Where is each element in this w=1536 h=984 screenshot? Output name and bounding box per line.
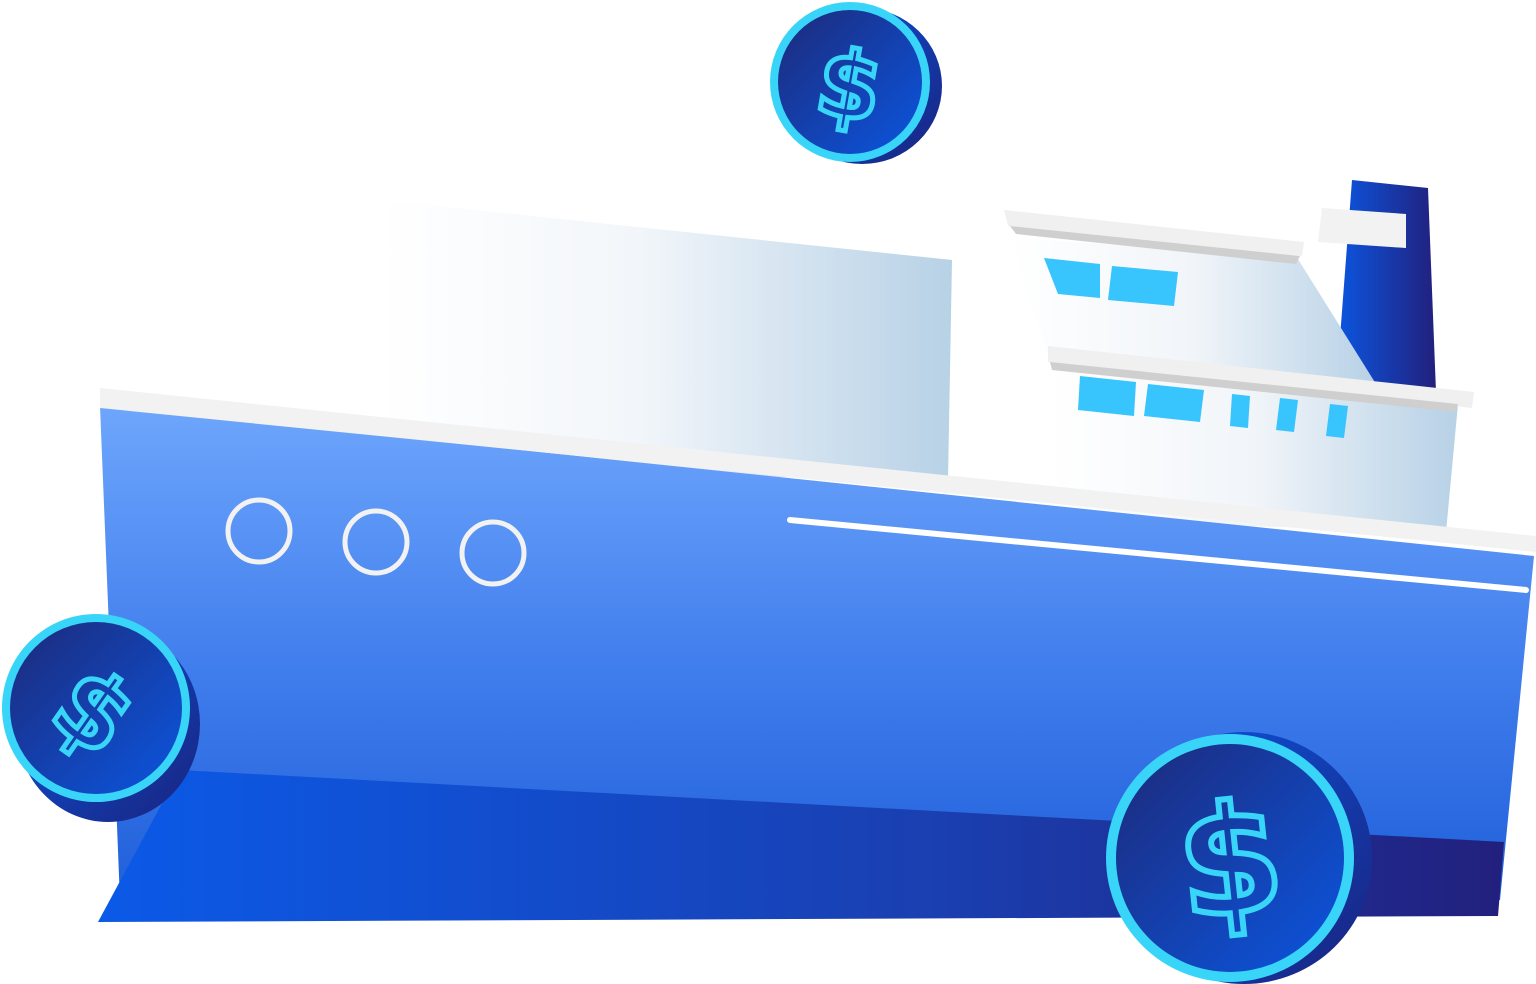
smokestack-icon — [1318, 180, 1436, 392]
bridge-window — [1276, 398, 1298, 432]
porthole-icon — [459, 519, 527, 587]
dollar-coin-icon: $ — [770, 2, 942, 164]
bridge-window — [1144, 384, 1204, 422]
bridge-window — [1044, 258, 1100, 298]
bridge-window — [1078, 376, 1136, 416]
dollar-coin-icon: $ — [1106, 732, 1372, 984]
bridge-window — [1230, 394, 1250, 428]
porthole-icon — [225, 497, 293, 565]
bridge-window — [1108, 266, 1178, 306]
dollar-coin-icon: $ — [2, 614, 200, 822]
bridge-window — [1326, 404, 1348, 438]
deck-rail — [100, 388, 1536, 552]
hull-stripe — [787, 517, 1529, 593]
dollar-sign: $ — [1169, 770, 1291, 954]
cargo-hold — [380, 200, 952, 480]
bridge — [1004, 210, 1474, 532]
porthole-icon — [342, 508, 410, 576]
